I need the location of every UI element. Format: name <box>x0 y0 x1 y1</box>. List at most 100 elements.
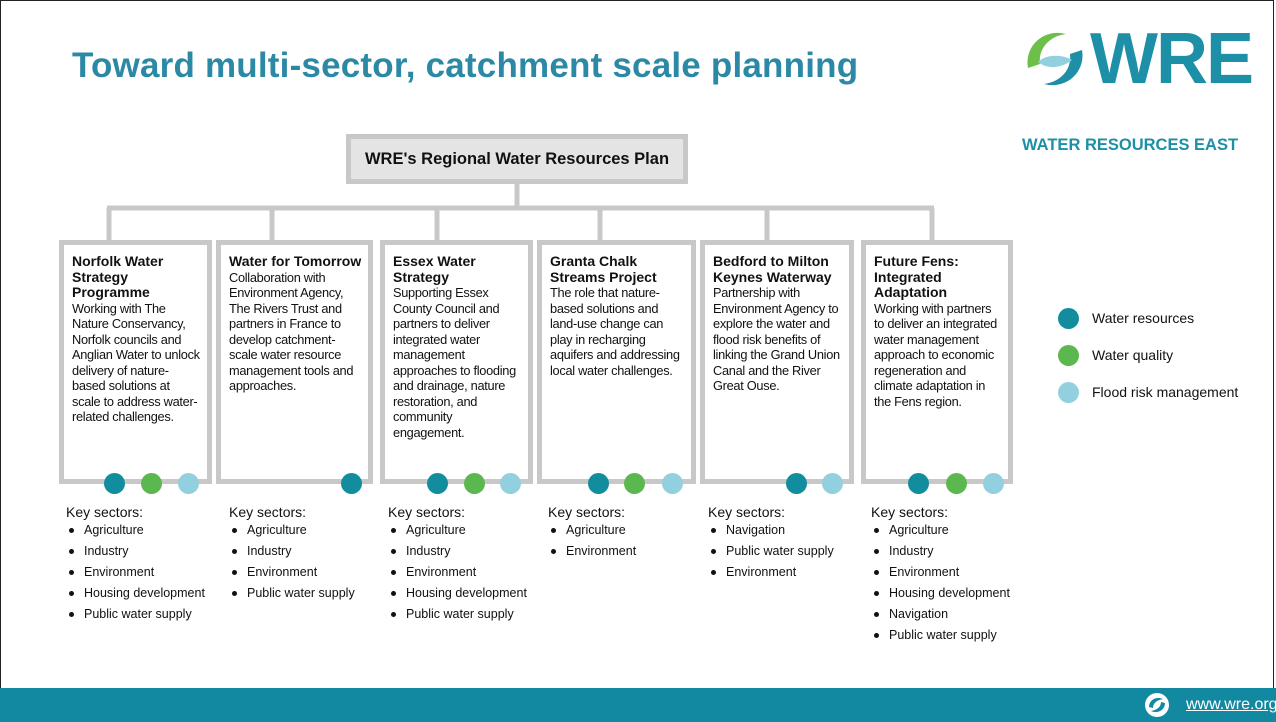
bullet-icon <box>69 591 74 596</box>
sector-label: Agriculture <box>566 523 626 537</box>
sector-list-item: Environment <box>708 565 834 580</box>
sector-label: Housing development <box>406 586 527 600</box>
water-quality-dot-icon <box>624 473 645 494</box>
sector-label: Agriculture <box>247 523 307 537</box>
sector-label: Housing development <box>84 586 205 600</box>
bullet-icon <box>391 612 396 617</box>
sector-label: Environment <box>406 565 477 579</box>
sector-label: Industry <box>84 544 129 558</box>
sector-label: Environment <box>726 565 797 579</box>
water-quality-dot-icon <box>464 473 485 494</box>
project-card-description: Supporting Essex County Council and part… <box>393 285 516 440</box>
sector-label: Industry <box>247 544 292 558</box>
sector-label: Housing development <box>889 586 1010 600</box>
sector-label: Industry <box>406 544 451 558</box>
green-dot-icon <box>1058 345 1079 366</box>
sector-label: Public water supply <box>247 586 355 600</box>
legend-label: Water resources <box>1092 310 1195 326</box>
sector-list-item: Navigation <box>708 523 834 538</box>
water-resources-dot-icon <box>786 473 807 494</box>
wre-logo-mark-icon <box>1027 32 1083 86</box>
sector-list-item: Industry <box>229 544 355 559</box>
sector-list-item: Industry <box>388 544 527 559</box>
sector-label: Public water supply <box>84 607 192 621</box>
sector-label: Environment <box>247 565 318 579</box>
project-card-title: Bedford to Milton Keynes Waterway <box>713 253 832 285</box>
key-sectors-heading: Key sectors: <box>66 504 144 520</box>
sector-list-item: Public water supply <box>708 544 834 559</box>
sector-list-item: Agriculture <box>548 523 636 538</box>
bullet-icon <box>232 528 237 533</box>
sector-list-item: Environment <box>388 565 527 580</box>
sector-label: Navigation <box>889 607 949 621</box>
project-card-title: Water for Tomorrow <box>229 253 362 269</box>
sector-list-item: Industry <box>871 544 1010 559</box>
bullet-icon <box>874 528 879 533</box>
sector-label: Agriculture <box>406 523 466 537</box>
sector-list-item: Environment <box>871 565 1010 580</box>
sector-label: Public water supply <box>406 607 514 621</box>
bullet-icon <box>391 591 396 596</box>
bullet-icon <box>391 549 396 554</box>
bullet-icon <box>391 570 396 575</box>
sector-label: Environment <box>84 565 155 579</box>
sector-label: Public water supply <box>889 628 997 642</box>
sector-list-item: Public water supply <box>66 607 205 622</box>
project-card-title: Granta Chalk Streams Project <box>550 253 657 285</box>
sector-label: Environment <box>566 544 637 558</box>
project-card-description: Working with The Nature Conservancy, Nor… <box>72 300 200 425</box>
project-card-description: Collaboration with Environment Agency, T… <box>229 269 354 394</box>
sector-label: Agriculture <box>889 523 949 537</box>
bullet-icon <box>874 570 879 575</box>
website-link[interactable]: www.wre.org.uk <box>1186 696 1276 713</box>
project-card-description: Partnership with Environment Agency to e… <box>713 285 840 393</box>
sector-list-item: Environment <box>229 565 355 580</box>
key-sectors-heading: Key sectors: <box>708 504 786 520</box>
sector-list-item: Agriculture <box>229 523 355 538</box>
bullet-icon <box>391 528 396 533</box>
water-quality-dot-icon <box>946 473 967 494</box>
sector-list-item: Environment <box>548 544 636 559</box>
sector-list-item: Housing development <box>66 586 205 601</box>
key-sectors-heading: Key sectors: <box>229 504 307 520</box>
flood-risk-dot-icon <box>500 473 521 494</box>
flood-risk-dot-icon <box>983 473 1004 494</box>
flood-risk-dot-icon <box>822 473 843 494</box>
project-card-description: The role that nature-based solutions and… <box>550 285 680 378</box>
teal-dot-icon <box>1058 308 1079 329</box>
light-blue-dot-icon <box>1058 382 1079 403</box>
project-card-description: Working with partners to deliver an inte… <box>874 300 997 409</box>
flood-risk-dot-icon <box>662 473 683 494</box>
bullet-icon <box>232 591 237 596</box>
water-resources-dot-icon <box>427 473 448 494</box>
key-sectors-heading: Key sectors: <box>871 504 949 520</box>
legend-label: Flood risk management <box>1092 384 1239 400</box>
bullet-icon <box>69 570 74 575</box>
bullet-icon <box>69 528 74 533</box>
sector-label: Public water supply <box>726 544 834 558</box>
sector-list-item: Agriculture <box>871 523 1010 538</box>
sector-list-item: Housing development <box>871 586 1010 601</box>
logo-subtitle: WATER RESOURCES EAST <box>1022 136 1239 154</box>
project-card-title: Essex Water Strategy <box>393 253 476 285</box>
bullet-icon <box>711 528 716 533</box>
sector-list-item: Industry <box>66 544 205 559</box>
sector-label: Industry <box>889 544 934 558</box>
bullet-icon <box>711 549 716 554</box>
bullet-icon <box>874 612 879 617</box>
key-sectors-heading: Key sectors: <box>388 504 466 520</box>
regional-plan-box: WRE's Regional Water Resources Plan <box>346 134 688 184</box>
sector-list-item: Agriculture <box>388 523 527 538</box>
sector-list-item: Public water supply <box>388 607 527 622</box>
